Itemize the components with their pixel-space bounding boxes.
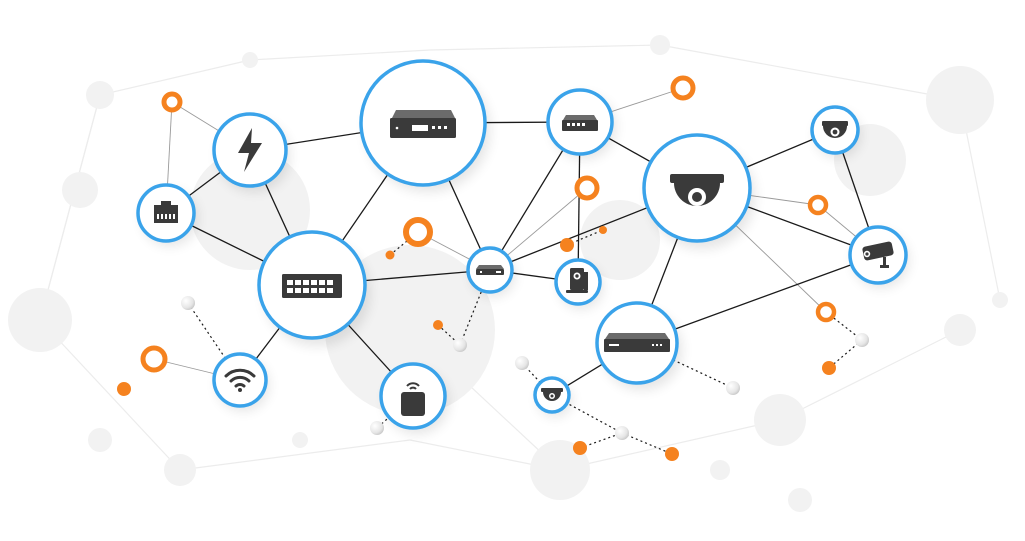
orange-dot [665, 447, 679, 461]
orange-ring [807, 194, 829, 216]
pearl-dot [515, 356, 529, 370]
node-power[interactable] [212, 112, 290, 192]
orange-ring [574, 175, 600, 201]
node-ceiling-camera[interactable] [533, 376, 572, 417]
pearl-dot [453, 338, 467, 352]
network-switch-icon [282, 274, 342, 298]
orange-ring [161, 91, 183, 113]
node-nvr[interactable] [359, 59, 490, 192]
cube-camera-icon [566, 268, 588, 293]
recorder-box-icon [390, 110, 456, 138]
orange-dot [433, 320, 443, 330]
node-router[interactable] [466, 246, 515, 297]
sensor-icon [401, 382, 425, 416]
orange-markers [117, 75, 837, 461]
ceiling-camera-icon [541, 388, 563, 401]
node-dvr[interactable] [595, 301, 682, 390]
orange-dot [822, 361, 836, 375]
pearl-dot [181, 296, 195, 310]
ethernet-port-icon [154, 201, 178, 223]
dome-camera-icon [670, 174, 724, 206]
node-bullet-camera[interactable] [848, 225, 909, 288]
orange-ring [403, 217, 433, 247]
pearl-dot [370, 421, 384, 435]
orange-dot [573, 441, 587, 455]
pearl-dot [726, 381, 740, 395]
orange-dot [560, 238, 574, 252]
dvr-icon [604, 333, 670, 352]
pearl-markers [181, 296, 869, 440]
node-main-switch[interactable] [257, 230, 370, 346]
node-sensor[interactable] [379, 362, 449, 434]
dome-camera-icon [822, 121, 848, 138]
orange-dot [385, 250, 395, 260]
small-switch-icon [562, 115, 598, 131]
node-wifi[interactable] [212, 352, 269, 411]
bullet-camera-icon [862, 241, 894, 268]
router-icon [476, 265, 504, 275]
orange-ring [815, 301, 837, 323]
pearl-dot [855, 333, 869, 347]
node-ethernet[interactable] [136, 183, 198, 246]
orange-dot [117, 382, 131, 396]
orange-ring [140, 345, 168, 373]
wifi-icon [224, 368, 256, 388]
node-small-switch[interactable] [546, 88, 616, 159]
orange-dot [599, 226, 607, 234]
node-cube-camera[interactable] [554, 258, 603, 309]
node-dome-camera-large[interactable] [642, 133, 755, 249]
node-dome-camera-small[interactable] [810, 105, 861, 158]
pearl-dot [615, 426, 629, 440]
lightning-icon [238, 128, 262, 172]
orange-ring [670, 75, 696, 101]
